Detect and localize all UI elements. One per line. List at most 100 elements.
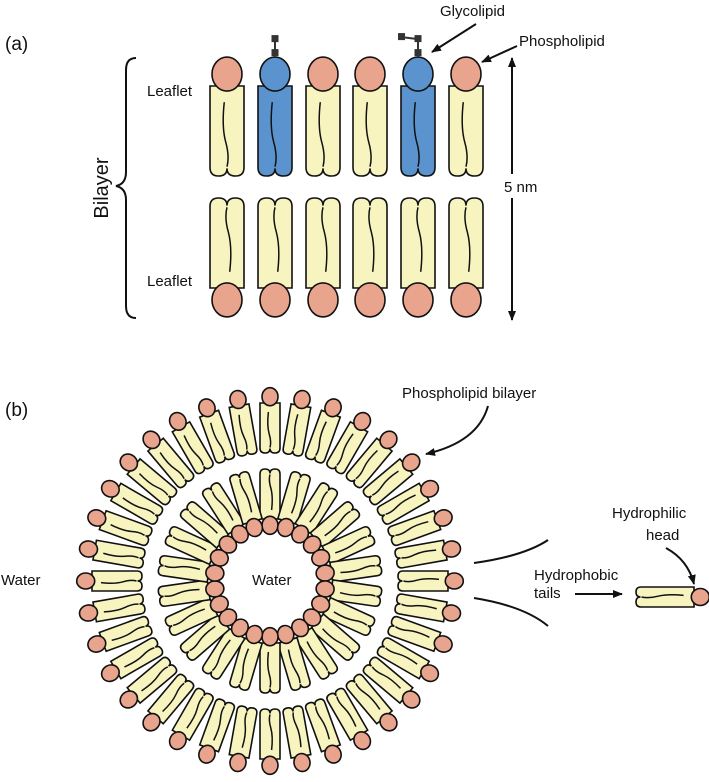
- outer-leaflet-lipid-21-tail-divider: [213, 706, 225, 741]
- outer-leaflet-lipid-33-head: [142, 430, 161, 450]
- inner-leaflet-lipid-22-tail-divider: [239, 478, 253, 513]
- inner-leaflet-lipid-2-tail-divider: [290, 478, 301, 514]
- outer-leaflet-lipid-10: [397, 570, 465, 592]
- outer-leaflet-lipid-31-tails: [109, 482, 164, 525]
- outer-leaflet-lipid-16: [326, 687, 372, 751]
- single-phospholipid-detail-tails: [635, 586, 695, 608]
- outer-leaflet-lipid-10-head: [444, 572, 465, 590]
- inner-leaflet-lipid-14-tail-divider: [211, 639, 231, 672]
- inner-leaflet-lipid-5-tail-divider: [335, 536, 368, 554]
- outer-leaflet-lipid-32-tails: [126, 457, 178, 506]
- outer-leaflet-lipid-32: [119, 453, 178, 506]
- outer-leaflet-lipid-7-head: [420, 479, 440, 498]
- outer-leaflet-lipid-7: [376, 479, 440, 525]
- inner-leaflet-lipid-10: [291, 618, 339, 680]
- outer-leaflet-lipid-18-head: [293, 752, 311, 773]
- inner-leaflet-lipid-15: [179, 608, 238, 661]
- outer-leaflet-lipid-35-tail-divider: [209, 422, 226, 456]
- outer-leaflet-lipid-28-tail-divider: [100, 579, 137, 584]
- outer-leaflet-lipid-19: [259, 708, 281, 776]
- inner-leaflet-lipid-9-tail-divider: [322, 628, 352, 652]
- outer-leaflet-lipid-33-tail-divider: [159, 452, 185, 480]
- outer-leaflet-lipid-29-tails: [92, 539, 146, 569]
- outer-leaflet-lipid-13-tail-divider: [385, 647, 418, 665]
- outer-leaflet-lipid-13: [376, 637, 440, 683]
- bilayer-label: Bilayer: [91, 157, 113, 218]
- outer-leaflet-lipid-8-tails: [387, 509, 442, 547]
- outer-leaflet-lipid-20-tail-divider: [241, 712, 248, 748]
- outer-leaflet-lipid-1-tails: [259, 402, 281, 454]
- outer-leaflet-lipid-11-tail-divider: [401, 603, 437, 610]
- outer-leaflet-lipid-27: [78, 593, 146, 623]
- inner-leaflet-lipid-16-tail-divider: [172, 608, 205, 626]
- top-leaflet-glycolipid-2-tail-divider: [270, 102, 277, 167]
- outer-leaflet-lipid-22-tail-divider: [186, 696, 204, 729]
- outer-leaflet-lipid-8: [387, 509, 453, 547]
- outer-leaflet-lipid-12: [387, 615, 453, 653]
- outer-leaflet-lipid-29: [78, 539, 146, 569]
- outer-leaflet-lipid-19-head: [261, 755, 279, 776]
- inner-leaflet-lipid-21: [201, 482, 249, 544]
- outer-leaflet-lipid-33: [142, 430, 195, 489]
- outer-leaflet-lipid-36-tails: [228, 403, 258, 457]
- top-leaflet-glycolipid-5-tails: [400, 85, 436, 177]
- inner-leaflet-lipid-4: [302, 501, 361, 554]
- inner-leaflet-lipid-17-tails: [157, 579, 211, 608]
- outer-leaflet-lipid-2: [282, 389, 312, 457]
- inner-leaflet-lipid-7: [315, 579, 383, 608]
- outer-leaflet-lipid-30-head: [87, 509, 107, 527]
- single-phospholipid: [635, 586, 709, 608]
- outer-leaflet-lipid-25-tail-divider: [124, 647, 155, 668]
- water-inside-label: Water: [252, 572, 291, 589]
- inner-leaflet-lipid-3-tails: [294, 482, 339, 536]
- outer-leaflet-lipid-21-head: [198, 744, 216, 764]
- outer-leaflet-lipid-27-head: [78, 604, 99, 622]
- top-leaflet-phospholipid-4-head: [354, 56, 386, 92]
- outer-leaflet-lipid-24-tail-divider: [141, 666, 169, 692]
- outer-leaflet-lipid-26-head: [87, 635, 107, 653]
- top-leaflet-phospholipid-3: [305, 56, 341, 177]
- inner-leaflet-lipid-10-tail-divider: [306, 641, 329, 671]
- inner-leaflet-lipid-12-tail-divider: [267, 651, 272, 688]
- outer-leaflet-lipid-12-tails: [387, 615, 442, 653]
- outer-leaflet-lipid-26-tails: [98, 615, 153, 653]
- inner-leaflet-lipid-16-tails: [164, 596, 219, 636]
- outer-leaflet-lipid-14-head: [401, 690, 421, 709]
- top-leaflet-phospholipid-1-head: [211, 56, 243, 92]
- top-leaflet-phospholipid-3-tail-divider: [318, 102, 325, 167]
- hydrophilic-arrow: [665, 547, 696, 585]
- inner-leaflet-lipid-21-tails: [201, 482, 246, 536]
- inner-leaflet-lipid-5-tails: [321, 526, 376, 566]
- outer-leaflet-lipid-25-head: [100, 664, 120, 683]
- vesicle: [75, 386, 465, 776]
- outer-leaflet-lipid-18-tail-divider: [292, 712, 302, 748]
- inner-leaflet-lipid-11-tails: [276, 636, 311, 691]
- top-leaflet-glycolipid-2: [257, 35, 293, 177]
- top-leaflet-phospholipid-4-tails: [352, 85, 388, 177]
- outer-leaflet-lipid-27-tail-divider: [103, 603, 139, 613]
- hydrophobic-label-line1: Hydrophobic: [534, 567, 619, 584]
- outer-leaflet-lipid-34-tails: [171, 420, 214, 475]
- bottom-leaflet-phospholipid-6-tail-divider: [464, 207, 471, 272]
- outer-leaflet-lipid-26-tail-divider: [111, 625, 145, 642]
- inner-leaflet-lipid-17: [157, 579, 225, 608]
- outer-leaflet-lipid-21: [198, 698, 236, 764]
- bottom-leaflet-phospholipid-1: [209, 197, 245, 318]
- inner-leaflet-lipid-12: [259, 626, 281, 694]
- single-phospholipid-detail-head: [690, 587, 709, 607]
- inner-leaflet-lipid-6-tail-divider: [340, 564, 376, 574]
- outer-leaflet-lipid-8-tail-divider: [395, 520, 429, 537]
- outer-leaflet-lipid-15-head: [379, 712, 398, 732]
- inner-leaflet-lipid-16: [164, 595, 229, 636]
- outer-leaflet-lipid-17-head: [324, 744, 342, 764]
- outer-leaflet-lipid-21-tails: [198, 698, 236, 753]
- bottom-leaflet-phospholipid-5-tail-divider: [416, 207, 423, 272]
- outer-leaflet-lipid-31-tail-divider: [122, 497, 155, 515]
- hydrophilic-label-line2: head: [646, 527, 679, 544]
- outer-leaflet-lipid-12-tail-divider: [395, 626, 430, 638]
- outer-leaflet-lipid-15: [345, 673, 398, 732]
- inner-leaflet-lipid-18-tail-divider: [164, 565, 201, 571]
- inner-leaflet-lipid-4-tail-divider: [324, 510, 351, 537]
- outer-leaflet-lipid-30: [87, 509, 153, 547]
- bottom-leaflet-phospholipid-6: [448, 197, 484, 318]
